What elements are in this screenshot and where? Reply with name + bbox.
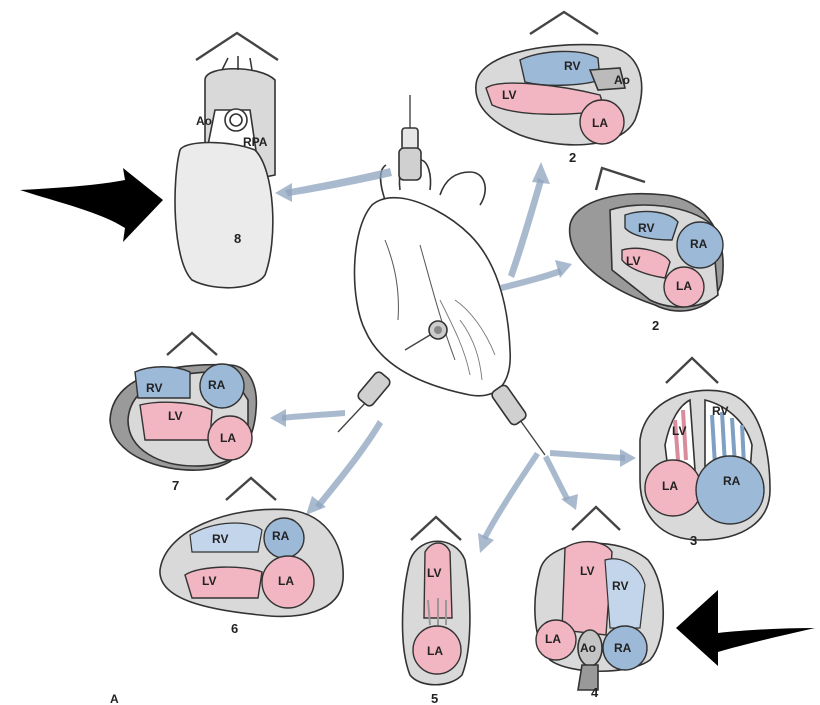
- view-4-label-rv: RV: [612, 579, 628, 593]
- view-3-number: 3: [690, 533, 697, 548]
- view-8: Ao RPA 8: [175, 33, 278, 288]
- view-3: LV RV LA RA 3: [640, 358, 770, 548]
- view-1-label-la: LA: [592, 116, 608, 130]
- view-3-label-ra: RA: [723, 474, 741, 488]
- view-5-label-la: LA: [427, 644, 443, 658]
- view-7-label-la: LA: [220, 431, 236, 445]
- view-6-label-ra: RA: [272, 529, 290, 543]
- view-4: LV RV LA Ao RA 4: [535, 507, 663, 700]
- view-2-label-la: LA: [676, 279, 692, 293]
- view-2-label-rv: RV: [638, 221, 654, 235]
- view-7-label-ra: RA: [208, 378, 226, 392]
- view-7-label-rv: RV: [146, 381, 162, 395]
- view-5-label-lv: LV: [427, 566, 441, 580]
- view-6-label-la: LA: [278, 574, 294, 588]
- view-5: LV LA 5: [403, 517, 470, 705]
- view-4-label-ao: Ao: [580, 641, 596, 655]
- view-1-label-lv: LV: [502, 88, 516, 102]
- view-3-label-lv: LV: [672, 424, 686, 438]
- view-8-label-ao: Ao: [196, 114, 212, 128]
- view-1-label-rv: RV: [564, 59, 580, 73]
- view-2-number: 2: [652, 318, 659, 333]
- view-8-number: 8: [234, 231, 241, 246]
- view-6-label-rv: RV: [212, 532, 228, 546]
- view-4-number: 4: [591, 685, 599, 700]
- view-7-label-lv: LV: [168, 409, 182, 423]
- view-6-label-lv: LV: [202, 574, 216, 588]
- view-7: RV RA LV LA 7: [110, 333, 256, 493]
- view-8-label-rpa: RPA: [243, 135, 268, 149]
- view-2: RV RA LV LA 2: [570, 168, 724, 333]
- pointer-arrow-icon: [676, 590, 815, 666]
- view-3-label-rv: RV: [712, 404, 728, 418]
- view-1-number: 2: [569, 150, 576, 165]
- view-6-number: 6: [231, 621, 238, 636]
- figure-label: A: [110, 692, 119, 705]
- view-4-label-ra: RA: [614, 641, 632, 655]
- view-2-label-ra: RA: [690, 237, 708, 251]
- view-5-number: 5: [431, 691, 438, 705]
- view-1-label-ao: Ao: [614, 73, 630, 87]
- view-1: RV Ao LV LA 2: [476, 12, 642, 165]
- pointer-arrow-icon: [20, 168, 163, 242]
- view-4-label-lv: LV: [580, 564, 594, 578]
- view-3-label-la: LA: [662, 479, 678, 493]
- view-2-label-lv: LV: [626, 254, 640, 268]
- view-7-number: 7: [172, 478, 179, 493]
- central-heart: [355, 160, 511, 396]
- view-4-label-la: LA: [545, 632, 561, 646]
